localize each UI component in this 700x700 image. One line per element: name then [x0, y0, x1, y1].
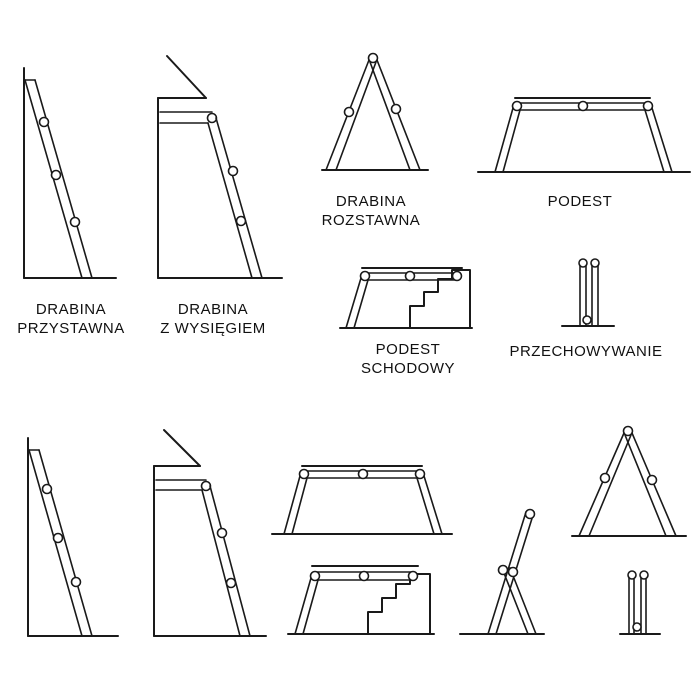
label-line: Z WYSIĘGIEM: [160, 320, 266, 337]
ladder-leaning-top: [23, 67, 117, 279]
ladder-extension-bottom: [153, 429, 267, 637]
label-line: DRABINA: [177, 301, 249, 318]
label-podest-schodowy: PODEST SCHODOWY: [348, 340, 468, 378]
ladder-platform-bottom: [271, 465, 453, 535]
ladder-platform-top: [477, 97, 691, 173]
ladder-stair-platform-top: [339, 267, 473, 329]
label-drabina-rozstawna: DRABINA ROZSTAWNA: [306, 192, 436, 230]
label-line: PRZECHOWYWANIE: [509, 343, 663, 360]
ladder-extension-top: [157, 55, 283, 279]
label-line: DRABINA: [335, 193, 407, 210]
label-line: PODEST: [375, 341, 441, 358]
label-line: PODEST: [547, 193, 613, 210]
label-line: PRZYSTAWNA: [17, 320, 125, 337]
label-line: ROZSTAWNA: [321, 212, 421, 229]
ladder-leaning-bottom: [27, 437, 119, 637]
label-line: DRABINA: [35, 301, 107, 318]
label-drabina-przystawna: DRABINA PRZYSTAWNA: [6, 300, 136, 338]
ladder-a-frame-top: [321, 52, 429, 171]
label-line: SCHODOWY: [361, 360, 455, 377]
ladder-storage-bottom: [619, 570, 661, 635]
label-przechowywanie: PRZECHOWYWANIE: [500, 342, 672, 361]
label-podest: PODEST: [530, 192, 630, 211]
ladder-stair-platform-bottom: [287, 565, 435, 635]
label-drabina-z-wysiegiem: DRABINA Z WYSIĘGIEM: [148, 300, 278, 338]
ladder-a-frame-bottom: [571, 425, 687, 537]
ladder-folding-bottom: [459, 508, 545, 635]
ladder-storage-top: [561, 258, 615, 327]
